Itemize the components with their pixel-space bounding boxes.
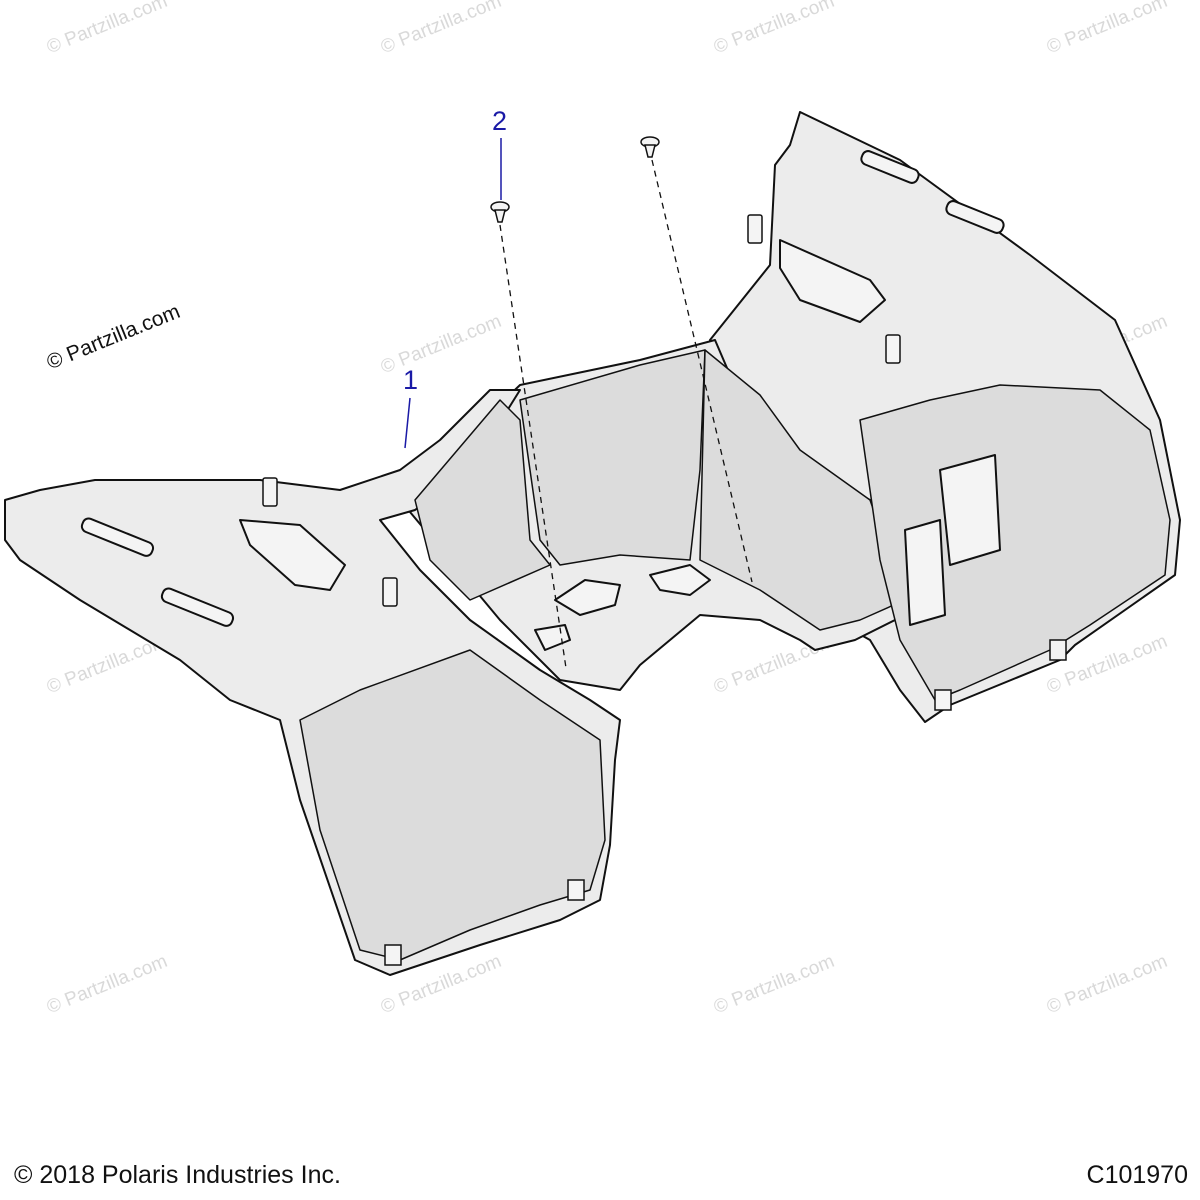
left-handle-2 [160, 587, 235, 627]
clip-right-2 [885, 334, 901, 364]
tab-bottom-right-2 [1049, 639, 1067, 661]
figure-id: C101970 [1086, 1161, 1188, 1189]
copyright-text: © 2018 Polaris Industries Inc. [14, 1161, 341, 1189]
callout-1[interactable]: 1 [403, 365, 419, 395]
tub-right-wall [699, 349, 906, 631]
push-rivet-left [490, 201, 510, 223]
tub-back-wall [519, 349, 706, 566]
clip-right-1 [747, 214, 763, 244]
right-handle-2 [945, 200, 1005, 234]
right-fender-side [859, 384, 1171, 701]
tub-left-wall [414, 399, 551, 601]
right-side-recess-2 [904, 519, 946, 626]
left-handle-1 [80, 517, 155, 557]
tab-bottom-right-1 [934, 689, 952, 711]
floor-plate-3 [534, 624, 571, 651]
left-fender-side [299, 649, 606, 961]
callout-1-leader [404, 397, 411, 449]
right-pad-recess [779, 239, 886, 323]
tab-bottom-left-1 [384, 944, 402, 966]
push-rivet-right [640, 136, 660, 158]
floor-plate-1 [554, 579, 621, 616]
clip-left-2 [382, 577, 398, 607]
right-side-recess [939, 454, 1001, 566]
clip-left-1 [262, 477, 278, 507]
install-line-left [499, 224, 567, 669]
right-handle-1 [860, 150, 920, 184]
left-pad-recess [239, 519, 346, 591]
floor-plate-2 [649, 564, 711, 596]
callout-2[interactable]: 2 [492, 106, 508, 136]
tab-bottom-left-2 [567, 879, 585, 901]
